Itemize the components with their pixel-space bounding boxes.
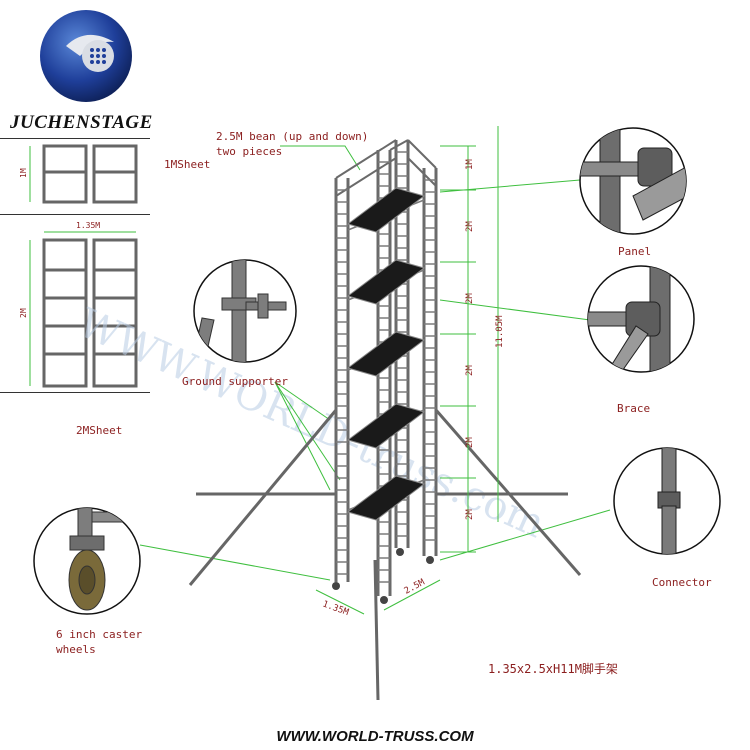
caster-wheel-detail [33,507,141,615]
divider-middle [0,214,150,215]
caster-label-line1: 6 inch caster [56,628,143,641]
divider-bottom [0,392,150,393]
connector-label: Connector [652,576,712,589]
brace-label: Brace [617,402,651,415]
dim-total-height: 11.05M [495,315,505,348]
ground-supporter-label: Ground supporter [182,375,288,388]
sheet-1m-label: 1MSheet [164,158,211,171]
juchenstage-logo [40,10,132,102]
brand-name: JUCHENSTAGE [10,112,153,133]
panel-detail [579,127,687,235]
dim-section-5: 2M [465,509,475,520]
connector-detail [613,447,721,555]
sheet-2m-width-dim: 1.35M [76,221,100,230]
sheet-2m-height-dim: 2M [19,308,28,318]
brace-detail [587,265,695,373]
sheet-1m-drawing: 1M [19,144,138,204]
dim-top-1m: 1M [465,159,475,170]
ground-supporter-detail [193,259,297,363]
sheet-1m-height-dim: 1M [19,168,28,178]
bean-callout-line2: two pieces [216,145,283,158]
footer-url: WWW.WORLD-TRUSS.COM [276,728,474,745]
dim-section-3: 2M [465,365,475,376]
spec-label: 1.35x2.5xH11M脚手架 [488,662,618,676]
dim-base-width: 1.35M [321,599,350,618]
panel-label: Panel [618,245,652,258]
dim-section-2: 2M [465,293,475,304]
sheet-2m-label: 2MSheet [76,424,123,437]
divider-top [0,138,150,139]
caster-label-line2: wheels [56,643,96,656]
dim-section-1: 2M [465,221,475,232]
sheet-2m-drawing: 1.35M 2M [19,221,138,388]
bean-callout-line1: 2.5M bean (up and down) [216,130,369,143]
dim-section-4: 2M [465,437,475,448]
